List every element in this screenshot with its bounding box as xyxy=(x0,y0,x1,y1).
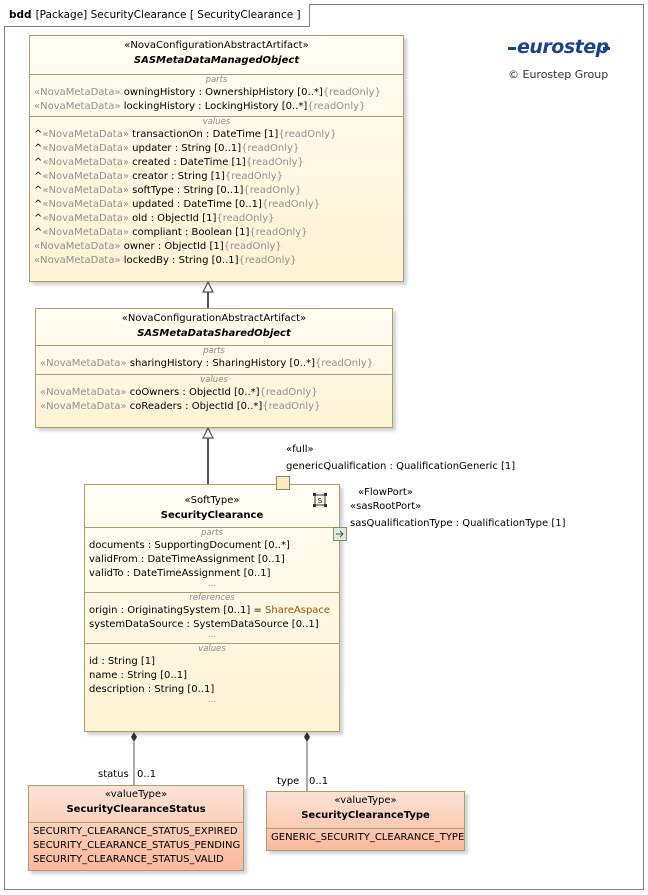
property-row[interactable]: ^«NovaMetaData» updater : String [0..1]{… xyxy=(34,143,300,154)
compartment-ellipsis: ... xyxy=(207,630,217,640)
root-port-stereotype: «sasRootPort» xyxy=(350,501,422,512)
block-sasmetadata-shared-object[interactable]: «NovaConfigurationAbstractArtifact» SASM… xyxy=(35,308,393,428)
block-stereotype: «NovaConfigurationAbstractArtifact» xyxy=(124,40,309,51)
property-row[interactable]: «NovaMetaData» sharingHistory : SharingH… xyxy=(40,358,374,369)
copyright: © Eurostep Group xyxy=(508,68,609,81)
diagram-kind: bdd xyxy=(9,9,32,21)
flow-port-stereotype: «FlowPort» xyxy=(358,487,413,498)
block-stereotype: «SoftType» xyxy=(184,495,240,506)
association-multiplicity-type: 0..1 xyxy=(309,776,329,787)
values-compartment: values ^«NovaMetaData» transactionOn : D… xyxy=(30,116,403,268)
property-row[interactable]: «NovaMetaData» coReaders : ObjectId [0..… xyxy=(40,401,321,412)
enum-literal[interactable]: SECURITY_CLEARANCE_STATUS_PENDING xyxy=(33,840,241,851)
property-row[interactable]: «NovaMetaData» lockedBy : String [0..1]{… xyxy=(34,255,297,266)
full-port[interactable] xyxy=(276,476,290,490)
flow-port-label: sasQualificationType : QualificationType… xyxy=(350,518,566,529)
compartment-label: parts xyxy=(203,346,225,356)
property-row[interactable]: «NovaMetaData» owner : ObjectId [1]{read… xyxy=(34,241,282,252)
property-row[interactable]: systemDataSource : SystemDataSource [0..… xyxy=(89,619,319,630)
property-row[interactable]: «NovaMetaData» lockingHistory : LockingH… xyxy=(34,101,366,112)
property-row[interactable]: ^«NovaMetaData» transactionOn : DateTime… xyxy=(34,129,337,140)
full-port-stereotype: «full» xyxy=(286,444,314,455)
association-multiplicity-status: 0..1 xyxy=(137,769,157,780)
property-row[interactable]: ^«NovaMetaData» creator : String [1]{rea… xyxy=(34,171,284,182)
block-name: SecurityClearanceType xyxy=(301,810,430,821)
property-row[interactable]: description : String [0..1] xyxy=(89,684,215,695)
property-row[interactable]: ^«NovaMetaData» created : DateTime [1]{r… xyxy=(34,157,304,168)
svg-text:S: S xyxy=(318,497,323,505)
property-row[interactable]: ^«NovaMetaData» updated : DateTime [0..1… xyxy=(34,199,321,210)
softtype-icon: S xyxy=(313,493,327,507)
values-compartment: values «NovaMetaData» coOwners : ObjectI… xyxy=(36,374,392,414)
property-row[interactable]: «NovaMetaData» coOwners : ObjectId [0..*… xyxy=(40,387,318,398)
enum-literal[interactable]: SECURITY_CLEARANCE_STATUS_EXPIRED xyxy=(33,826,238,837)
property-row[interactable]: ^«NovaMetaData» compliant : Boolean [1]{… xyxy=(34,227,308,238)
valuetype-security-clearance-status[interactable]: «valueType» SecurityClearanceStatus SECU… xyxy=(28,785,244,871)
block-security-clearance[interactable]: «SoftType» SecurityClearance parts docum… xyxy=(84,484,340,732)
literals-compartment: GENERIC_SECURITY_CLEARANCE_TYPE xyxy=(267,828,464,845)
flow-port[interactable] xyxy=(333,527,347,541)
parts-compartment: parts «NovaMetaData» owningHistory : Own… xyxy=(30,74,403,114)
compartment-ellipsis: ... xyxy=(207,579,217,589)
block-name: SecurityClearanceStatus xyxy=(66,804,206,815)
block-sasmetadata-managed-object[interactable]: «NovaConfigurationAbstractArtifact» SASM… xyxy=(29,35,404,282)
flow-arrow-icon xyxy=(336,530,344,538)
association-role-status: status xyxy=(98,769,129,780)
composite-diamond-status xyxy=(131,732,137,742)
property-row[interactable]: documents : SupportingDocument [0..*] xyxy=(89,540,290,551)
block-name: SASMetaDataManagedObject xyxy=(133,55,300,66)
block-stereotype: «valueType» xyxy=(334,795,397,806)
compartment-label: values xyxy=(200,375,228,385)
block-stereotype: «NovaConfigurationAbstractArtifact» xyxy=(121,313,307,324)
references-compartment: references origin : OriginatingSystem [0… xyxy=(85,592,339,640)
property-row[interactable]: validFrom : DateTimeAssignment [0..1] xyxy=(89,554,285,565)
generalization-arrow-2 xyxy=(202,426,214,439)
block-name: SASMetaDataSharedObject xyxy=(137,328,291,339)
compartment-label: references xyxy=(189,593,235,603)
frame-header: bdd[Package] SecurityClearance [ Securit… xyxy=(4,4,310,27)
generalization-arrow-1 xyxy=(202,280,214,293)
property-row[interactable]: name : String [0..1] xyxy=(89,670,187,681)
diagram-title: [Package] SecurityClearance [ SecurityCl… xyxy=(35,9,301,21)
values-compartment: values id : String [1] name : String [0.… xyxy=(85,643,339,705)
block-name: SecurityClearance xyxy=(160,510,264,521)
eurostep-logo: eurostep xyxy=(507,36,611,65)
logo-text: eurostep xyxy=(517,36,609,58)
property-row[interactable]: origin : OriginatingSystem [0..1] = Shar… xyxy=(89,605,331,616)
property-row[interactable]: ^«NovaMetaData» old : ObjectId [1]{readO… xyxy=(34,213,275,224)
compartment-label: values xyxy=(198,644,226,654)
association-role-type: type xyxy=(277,776,300,787)
property-row[interactable]: id : String [1] xyxy=(89,656,156,667)
property-row[interactable]: «NovaMetaData» owningHistory : Ownership… xyxy=(34,87,381,98)
compartment-label: parts xyxy=(201,528,223,538)
compartment-label: values xyxy=(202,117,231,127)
enum-literal[interactable]: GENERIC_SECURITY_CLEARANCE_TYPE xyxy=(271,832,465,843)
full-port-label: genericQualification : QualificationGene… xyxy=(286,461,516,472)
compartment-ellipsis: ... xyxy=(207,695,217,705)
enum-literal[interactable]: SECURITY_CLEARANCE_STATUS_VALID xyxy=(33,854,224,865)
parts-compartment: parts «NovaMetaData» sharingHistory : Sh… xyxy=(36,345,392,371)
parts-compartment: parts documents : SupportingDocument [0.… xyxy=(85,527,339,589)
diagram-frame xyxy=(4,4,644,890)
property-row[interactable]: ^«NovaMetaData» softType : String [0..1]… xyxy=(34,185,302,196)
compartment-label: parts xyxy=(205,75,228,85)
composite-diamond-type xyxy=(304,732,310,742)
valuetype-security-clearance-type[interactable]: «valueType» SecurityClearanceType GENERI… xyxy=(266,791,465,851)
literals-compartment: SECURITY_CLEARANCE_STATUS_EXPIRED SECURI… xyxy=(29,822,243,867)
property-row[interactable]: validTo : DateTimeAssignment [0..1] xyxy=(89,568,271,579)
block-stereotype: «valueType» xyxy=(104,789,168,800)
